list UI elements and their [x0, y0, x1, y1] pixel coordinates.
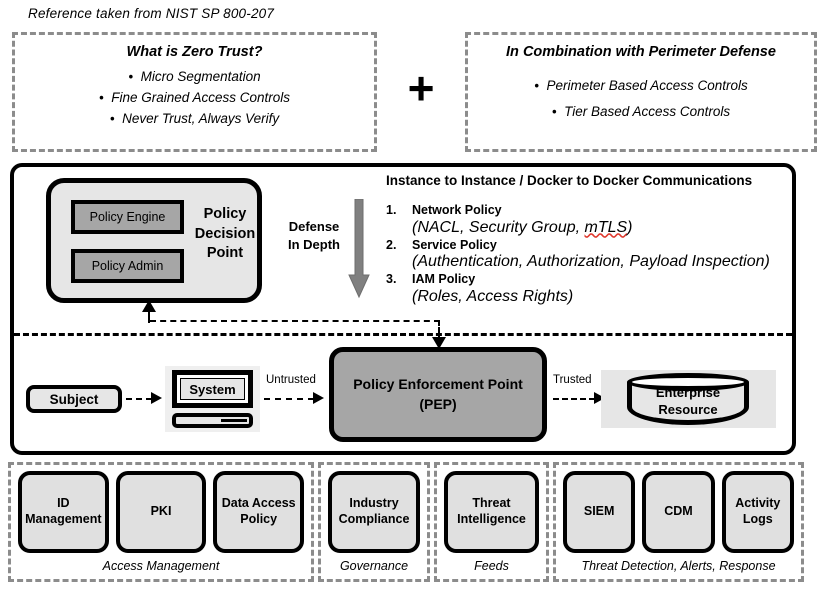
enterprise-resource-line2: Resource — [658, 402, 718, 418]
group-caption: Access Management — [102, 559, 220, 573]
subject-node: Subject — [26, 385, 122, 413]
policy-number: 2. — [386, 237, 397, 252]
policy-list: 1. Network Policy (NACL, Security Group,… — [386, 202, 786, 306]
policy-name: Service Policy — [412, 237, 497, 252]
service-box-pki[interactable]: PKI — [115, 471, 207, 553]
list-item: Never Trust, Always Verify — [15, 109, 374, 130]
perimeter-defense-panel: In Combination with Perimeter Defense Pe… — [465, 32, 817, 152]
service-box-siem[interactable]: SIEM — [563, 471, 636, 553]
system-computer-icon: System — [165, 366, 260, 432]
service-box-threat-intelligence[interactable]: Threat Intelligence — [444, 471, 539, 553]
list-item: 1. Network Policy — [386, 202, 786, 219]
arrow-up-icon — [142, 300, 156, 312]
pep-resource-connector — [553, 398, 595, 400]
list-item: 2. Service Policy — [386, 237, 786, 254]
group-governance: Industry Compliance Governance — [318, 462, 430, 582]
enterprise-resource-label: Enterprise Resource — [627, 384, 749, 418]
trusted-edge-label: Trusted — [553, 374, 592, 386]
group-boxes: ID Management PKI Data Access Policy — [18, 471, 305, 553]
defense-in-depth-label: Defense In Depth — [288, 219, 340, 252]
policy-description: (Roles, Access Rights) — [412, 287, 574, 305]
policy-admin-node: Policy Admin — [71, 249, 184, 283]
policy-enforcement-point-node: Policy Enforcement Point (PEP) — [329, 347, 547, 442]
arrow-down-icon — [432, 337, 446, 349]
zero-trust-title: What is Zero Trust? — [126, 44, 263, 60]
group-caption: Governance — [339, 559, 409, 573]
group-boxes: SIEM CDM Activity Logs — [563, 471, 794, 553]
monitor-icon: System — [172, 370, 253, 408]
down-arrow-icon — [348, 199, 370, 299]
system-label: System — [180, 378, 245, 400]
policy-description: (Authentication, Authorization, Payload … — [412, 253, 770, 270]
perimeter-defense-bullet-list: Perimeter Based Access Controls Tier Bas… — [468, 73, 814, 124]
policy-name: IAM Policy — [412, 272, 476, 286]
untrusted-edge-label: Untrusted — [266, 374, 316, 386]
list-item: Fine Grained Access Controls — [15, 88, 374, 109]
list-item: Tier Based Access Controls — [468, 99, 814, 125]
pep-label-line1: Policy Enforcement Point — [353, 375, 523, 392]
pep-label-line2: (PEP) — [419, 395, 457, 412]
policy-decision-point-node: Policy Engine Policy Admin Policy Decisi… — [46, 178, 262, 303]
group-access-management: ID Management PKI Data Access Policy Acc… — [8, 462, 314, 582]
policy-name: Network Policy — [412, 203, 502, 217]
policy-decision-point-label: Policy Decision Point — [194, 206, 256, 262]
policy-description: (NACL, Security Group, mTLS) — [412, 219, 786, 237]
cylinder-top — [627, 373, 749, 391]
trackpad-icon — [221, 419, 247, 422]
service-box-data-access-policy[interactable]: Data Access Policy — [213, 471, 305, 553]
group-caption: Threat Detection, Alerts, Response — [581, 559, 776, 573]
zero-trust-panel: What is Zero Trust? Micro Segmentation F… — [12, 32, 377, 152]
keyboard-icon — [172, 413, 253, 428]
reference-caption: Reference taken from NIST SP 800-207 — [28, 6, 275, 21]
policy-number: 1. — [386, 203, 397, 217]
enterprise-resource-line1: Enterprise — [655, 385, 721, 400]
enterprise-resource-node: Enterprise Resource — [601, 370, 776, 428]
supporting-systems-row: ID Management PKI Data Access Policy Acc… — [8, 462, 804, 582]
arrow-right-icon — [151, 392, 162, 404]
list-item: Micro Segmentation — [15, 67, 374, 88]
list-item: Perimeter Based Access Controls — [468, 73, 814, 99]
service-box-activity-logs[interactable]: Activity Logs — [721, 471, 794, 553]
arrow-right-icon — [594, 392, 605, 404]
perimeter-defense-title: In Combination with Perimeter Defense — [506, 44, 776, 60]
service-box-industry-compliance[interactable]: Industry Compliance — [328, 471, 420, 553]
zero-trust-bullet-list: Micro Segmentation Fine Grained Access C… — [15, 67, 374, 130]
policy-description-flagged-term: mTLS — [584, 218, 628, 236]
trust-boundary-divider — [14, 333, 792, 336]
pep-label: Policy Enforcement Point (PEP) — [353, 375, 523, 414]
list-item: 3. IAM Policy — [386, 271, 786, 288]
group-threat-detection: SIEM CDM Activity Logs Threat Detection,… — [553, 462, 804, 582]
plus-icon: + — [407, 62, 435, 114]
subject-system-connector — [126, 398, 152, 400]
group-boxes: Industry Compliance — [328, 471, 420, 553]
policy-description-pre: (NACL, Security Group, — [412, 218, 585, 236]
policy-description-post: ) — [627, 218, 633, 236]
communications-title: Instance to Instance / Docker to Docker … — [386, 173, 753, 188]
policy-number: 3. — [386, 272, 397, 286]
policy-engine-node: Policy Engine — [71, 200, 184, 234]
arrow-right-icon — [313, 392, 324, 404]
group-feeds: Threat Intelligence Feeds — [434, 462, 549, 582]
service-box-cdm[interactable]: CDM — [642, 471, 715, 553]
group-caption: Feeds — [474, 559, 509, 573]
database-cylinder-icon: Enterprise Resource — [627, 373, 749, 425]
group-boxes: Threat Intelligence — [444, 471, 539, 553]
service-box-id-management[interactable]: ID Management — [18, 471, 109, 553]
pdp-pep-connector-vertical-left — [148, 311, 150, 323]
pdp-pep-connector-horizontal — [150, 320, 440, 322]
pdp-pep-connector-vertical-right — [438, 320, 440, 340]
system-pep-connector — [264, 398, 314, 400]
